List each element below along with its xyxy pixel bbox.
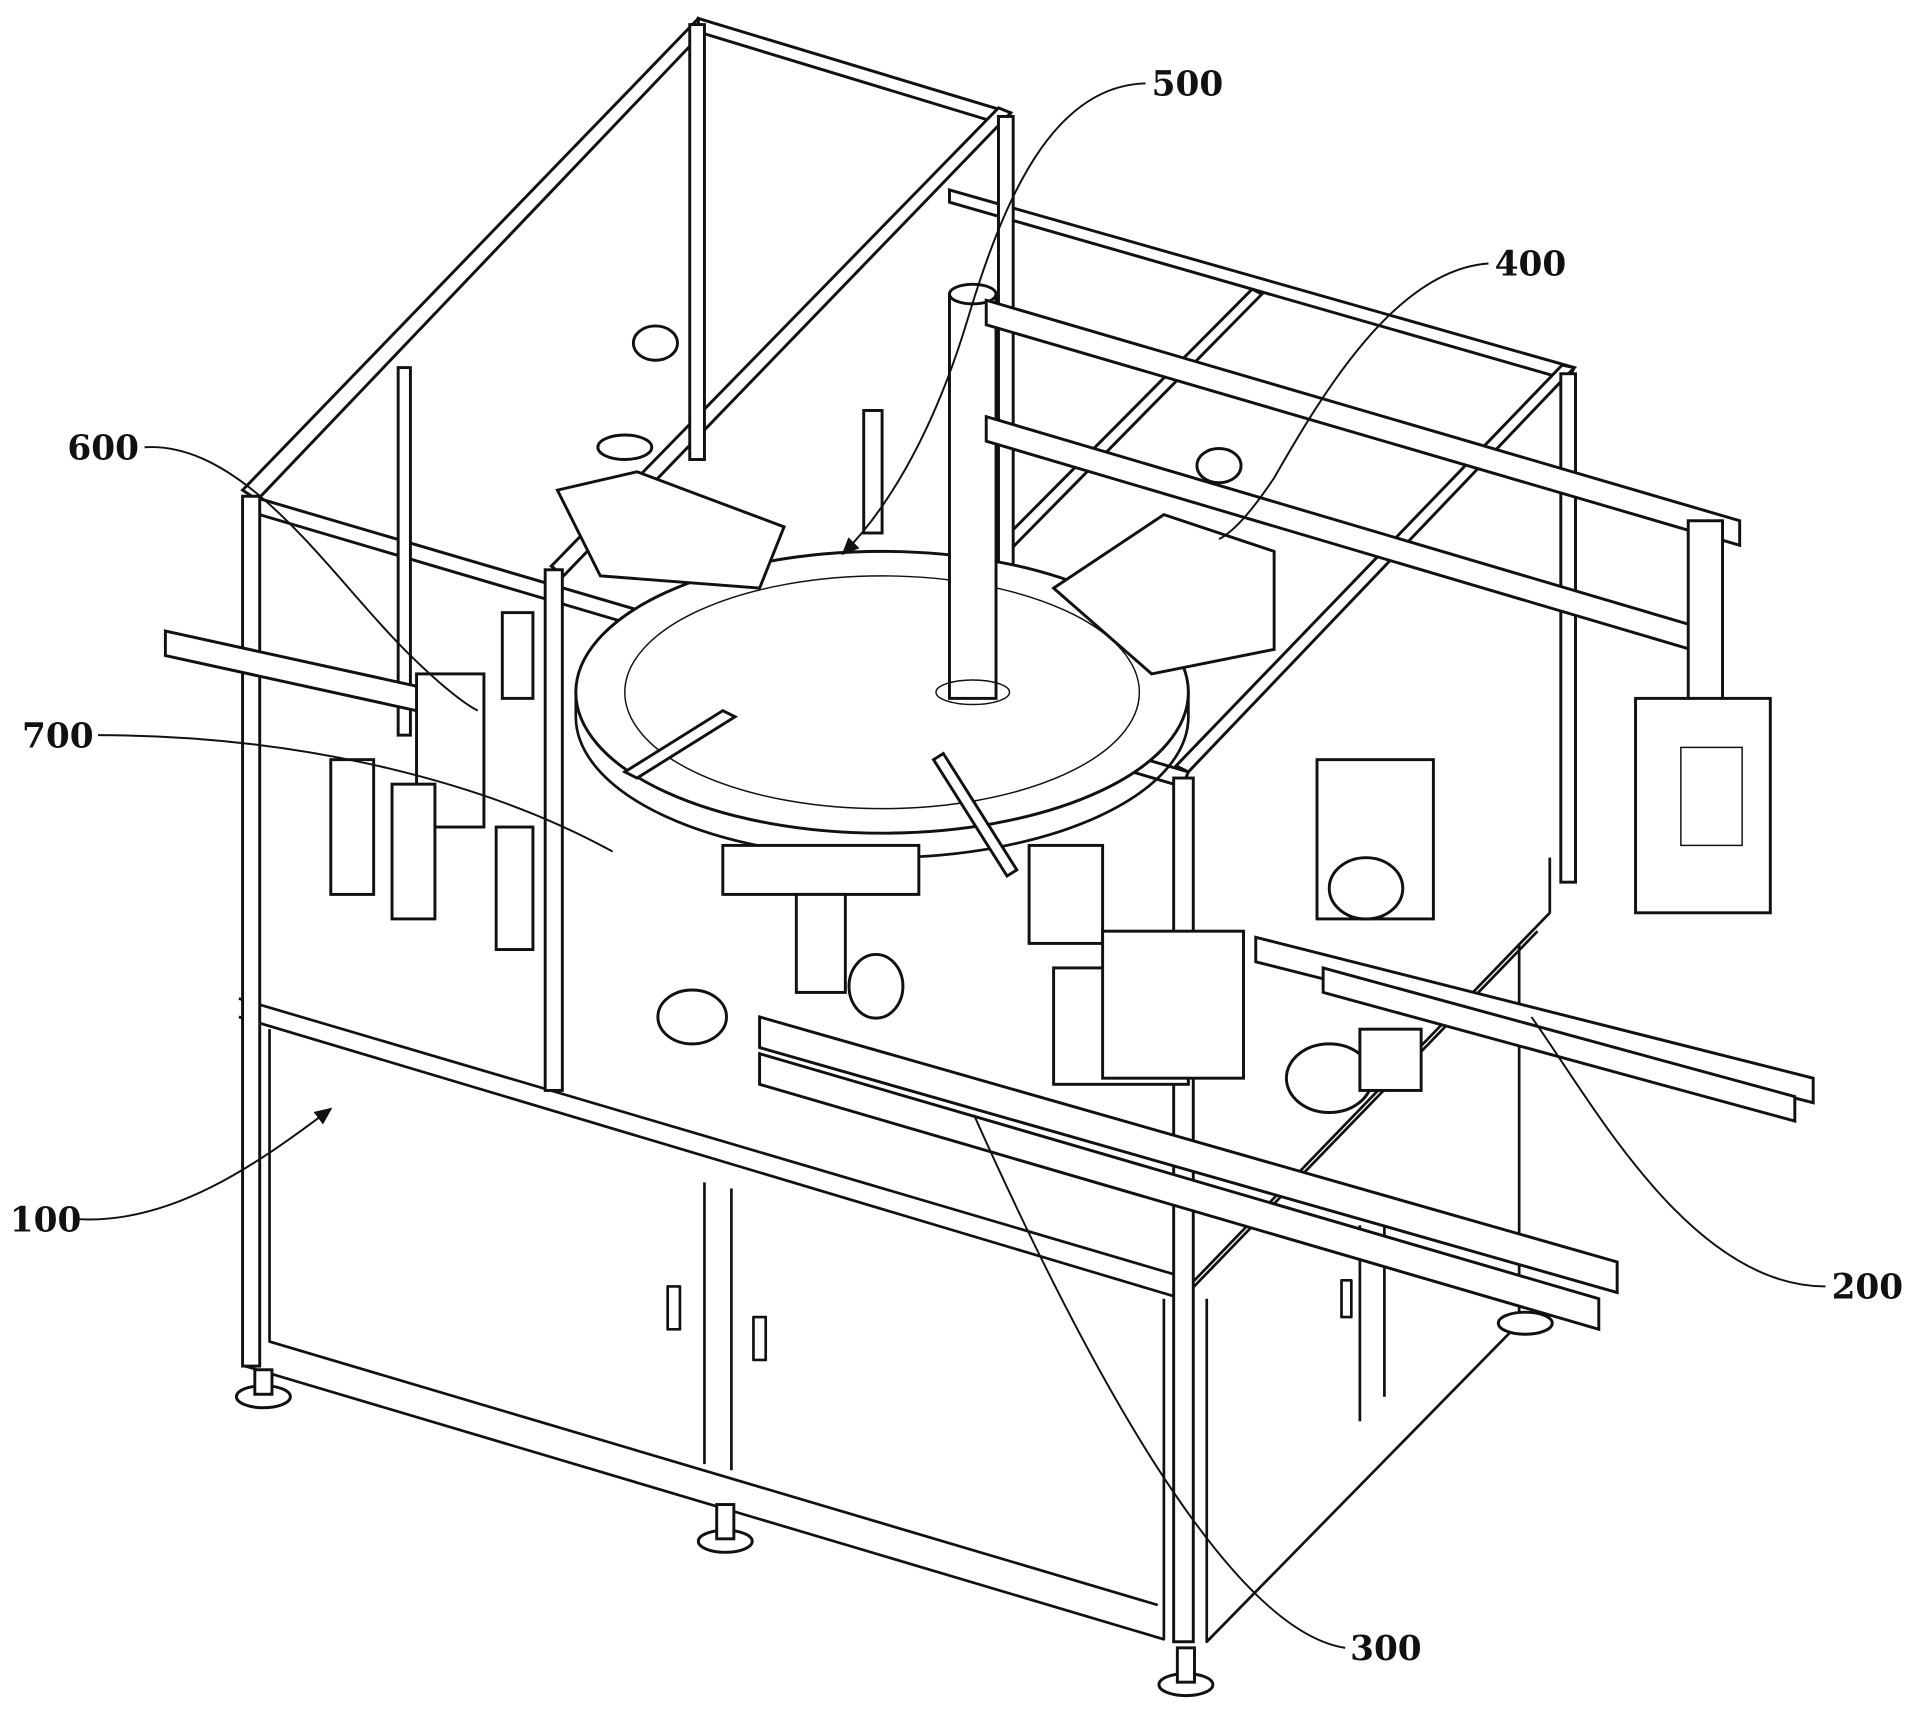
label-300: 300 bbox=[1350, 1629, 1422, 1669]
conveyors bbox=[760, 937, 1814, 1329]
label-100: 100 bbox=[10, 1200, 82, 1240]
label-500: 500 bbox=[1152, 65, 1224, 105]
label-700: 700 bbox=[22, 716, 94, 756]
label-200: 200 bbox=[1832, 1268, 1904, 1308]
label-400: 400 bbox=[1495, 245, 1567, 285]
label-600: 600 bbox=[67, 428, 139, 468]
